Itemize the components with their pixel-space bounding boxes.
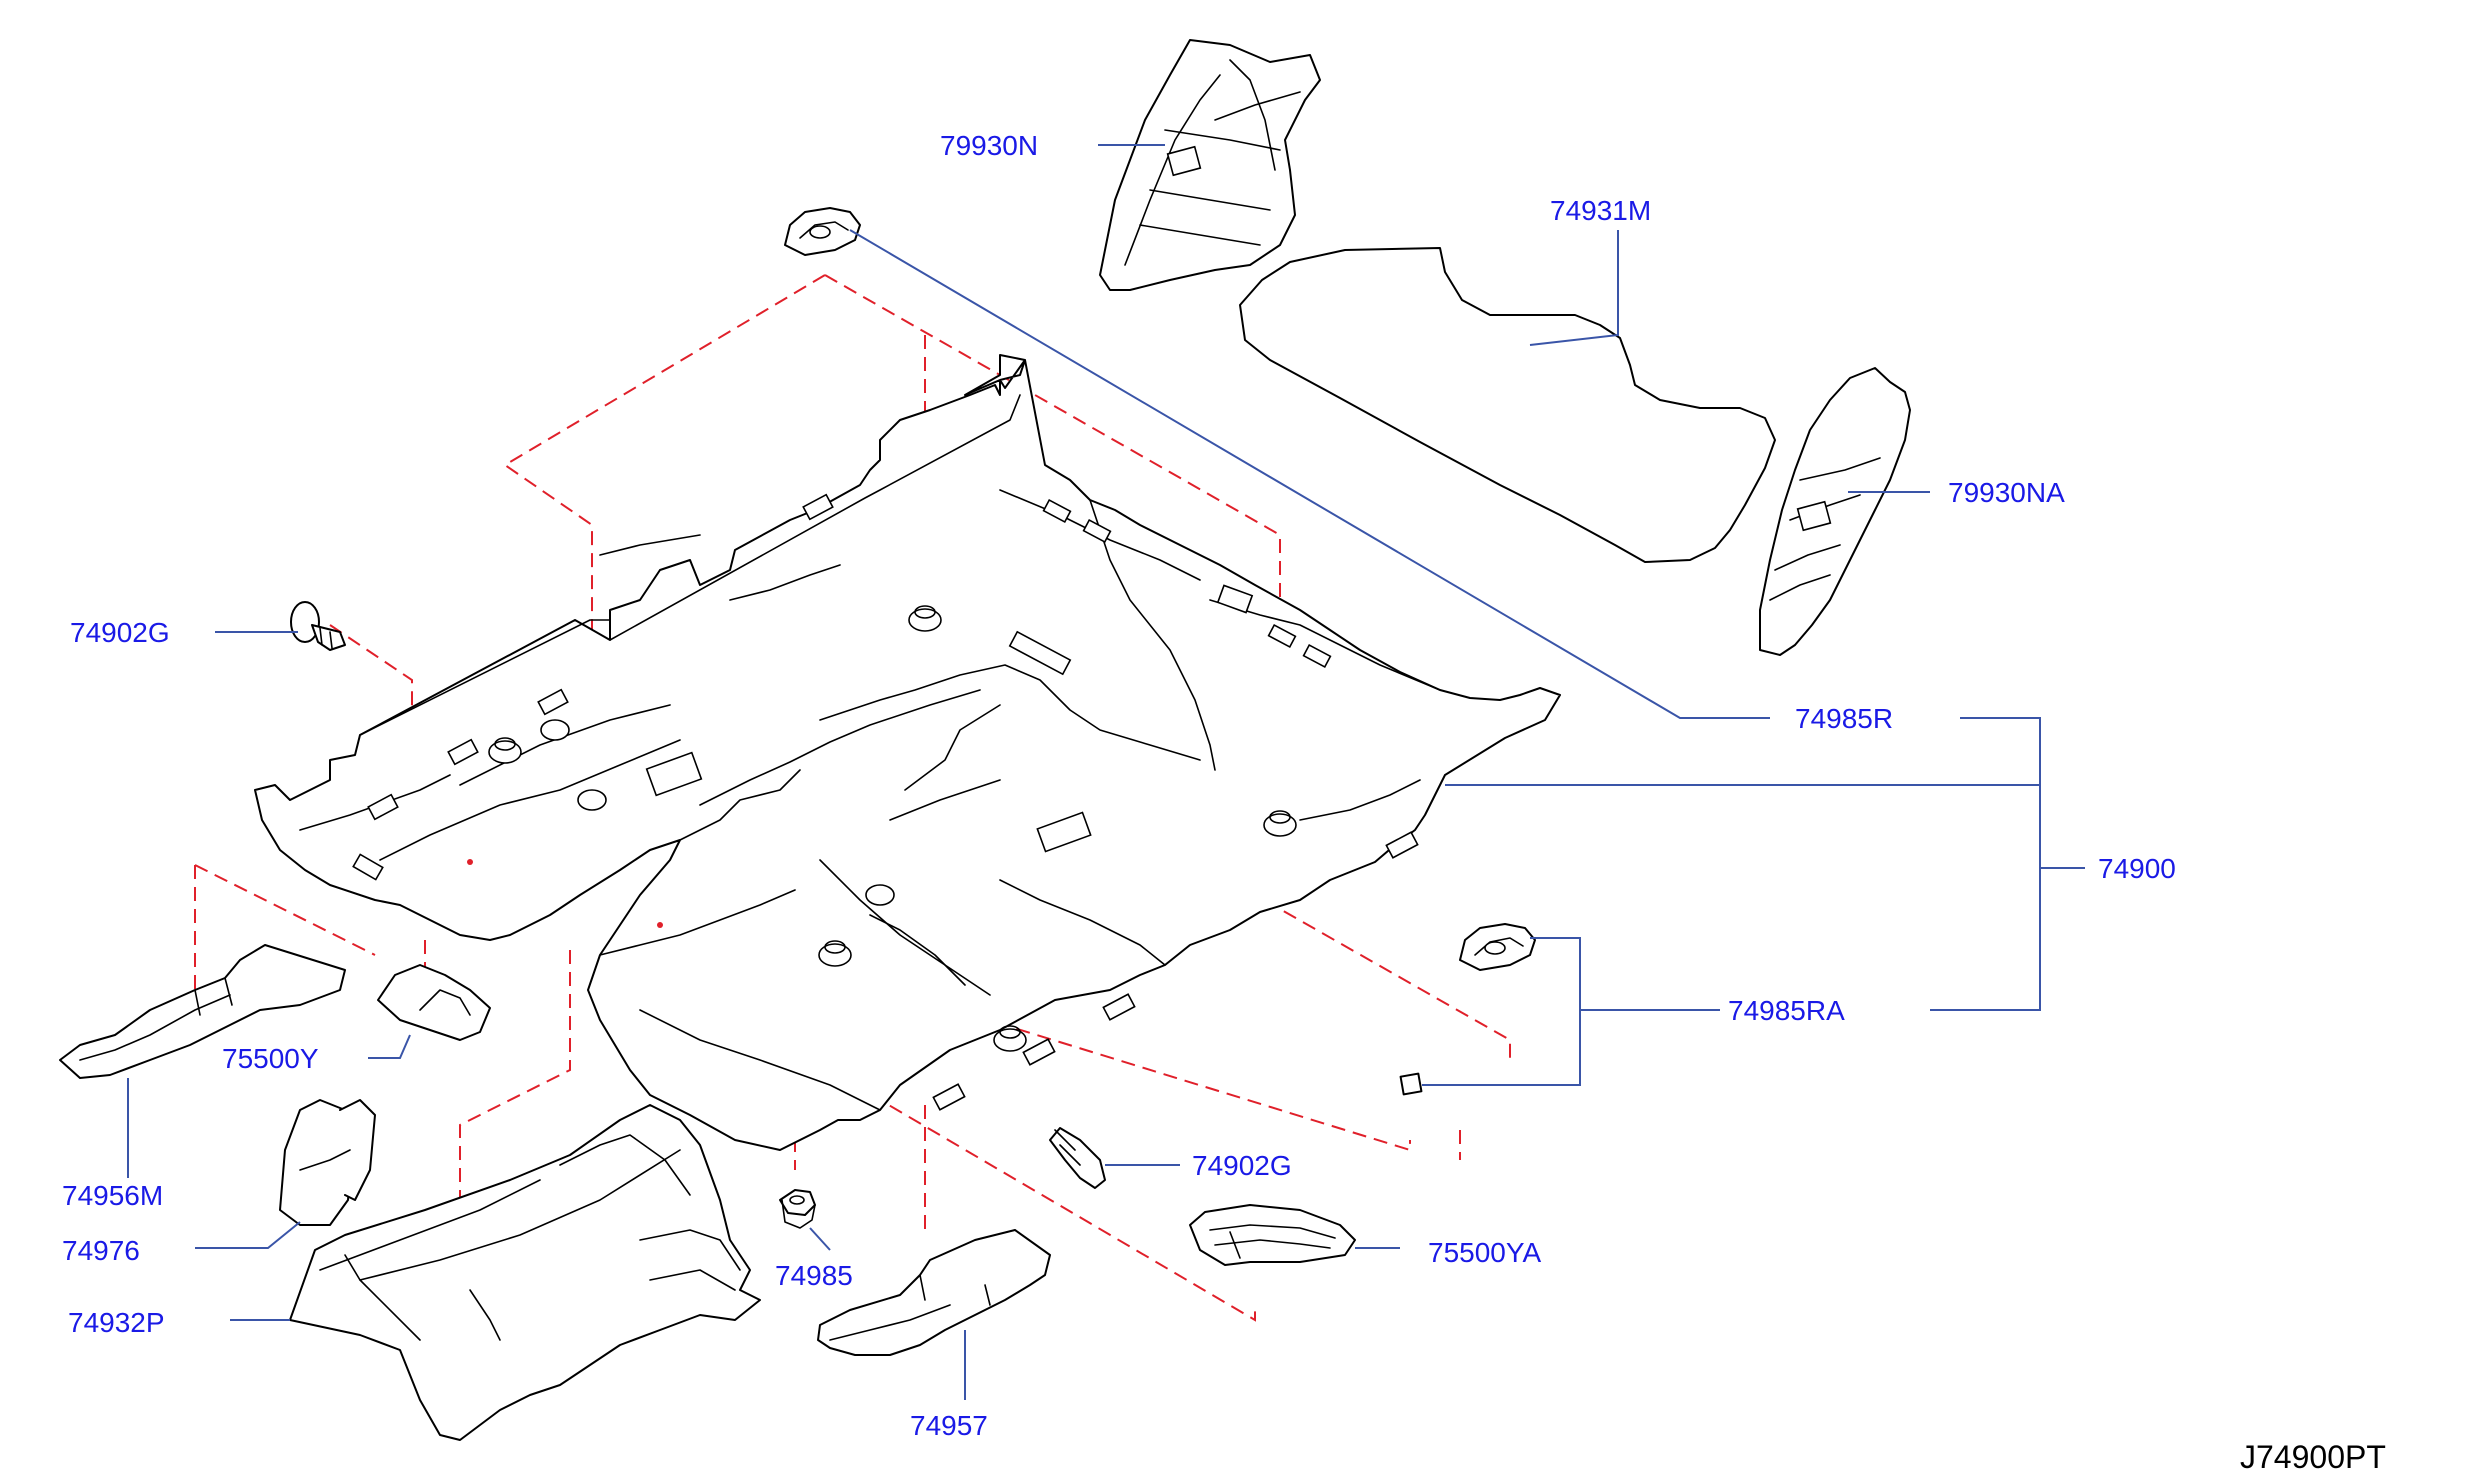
clip-74985R: [784, 207, 861, 256]
insulator-79930N: [1099, 39, 1321, 291]
clip-74902G-right: [1049, 1127, 1106, 1189]
label-74985R: 74985R: [1795, 703, 1893, 734]
label-75500YA: 75500YA: [1428, 1237, 1541, 1268]
label-74976: 74976: [62, 1235, 140, 1266]
part-labels: 79930N 74931M 79930NA 74902G 74985R 7490…: [62, 130, 2176, 1441]
label-74932P: 74932P: [68, 1307, 165, 1338]
label-79930NA: 79930NA: [1948, 477, 2065, 508]
label-75500Y: 75500Y: [222, 1043, 319, 1074]
pad-74931M: [1239, 247, 1776, 563]
leader-lines: [127, 144, 2085, 1400]
pad-74956M: [59, 944, 346, 1079]
label-74957: 74957: [910, 1410, 988, 1441]
pad-75500YA: [1189, 1204, 1356, 1266]
insulator-79930NA: [1759, 367, 1911, 656]
label-74931M: 74931M: [1550, 195, 1651, 226]
nut-74985: [779, 1189, 816, 1229]
label-74956M: 74956M: [62, 1180, 163, 1211]
insulator-74932P: [289, 1104, 761, 1441]
clip-74902G-left: [290, 601, 346, 651]
insulator-74957: [817, 1229, 1051, 1356]
block-74976: [279, 1099, 376, 1226]
label-74985: 74985: [775, 1260, 853, 1291]
label-79930N: 79930N: [940, 130, 1038, 161]
floor-carpet-74900: [254, 354, 1561, 1151]
label-74902G-left: 74902G: [70, 617, 170, 648]
insulator-75500Y: [377, 964, 491, 1041]
label-74985RA: 74985RA: [1728, 995, 1845, 1026]
label-74902G-right: 74902G: [1192, 1150, 1292, 1181]
reference-code: J74900PT: [2240, 1439, 2386, 1475]
clip-74985RA: [1399, 923, 1536, 1096]
label-74900: 74900: [2098, 853, 2176, 884]
